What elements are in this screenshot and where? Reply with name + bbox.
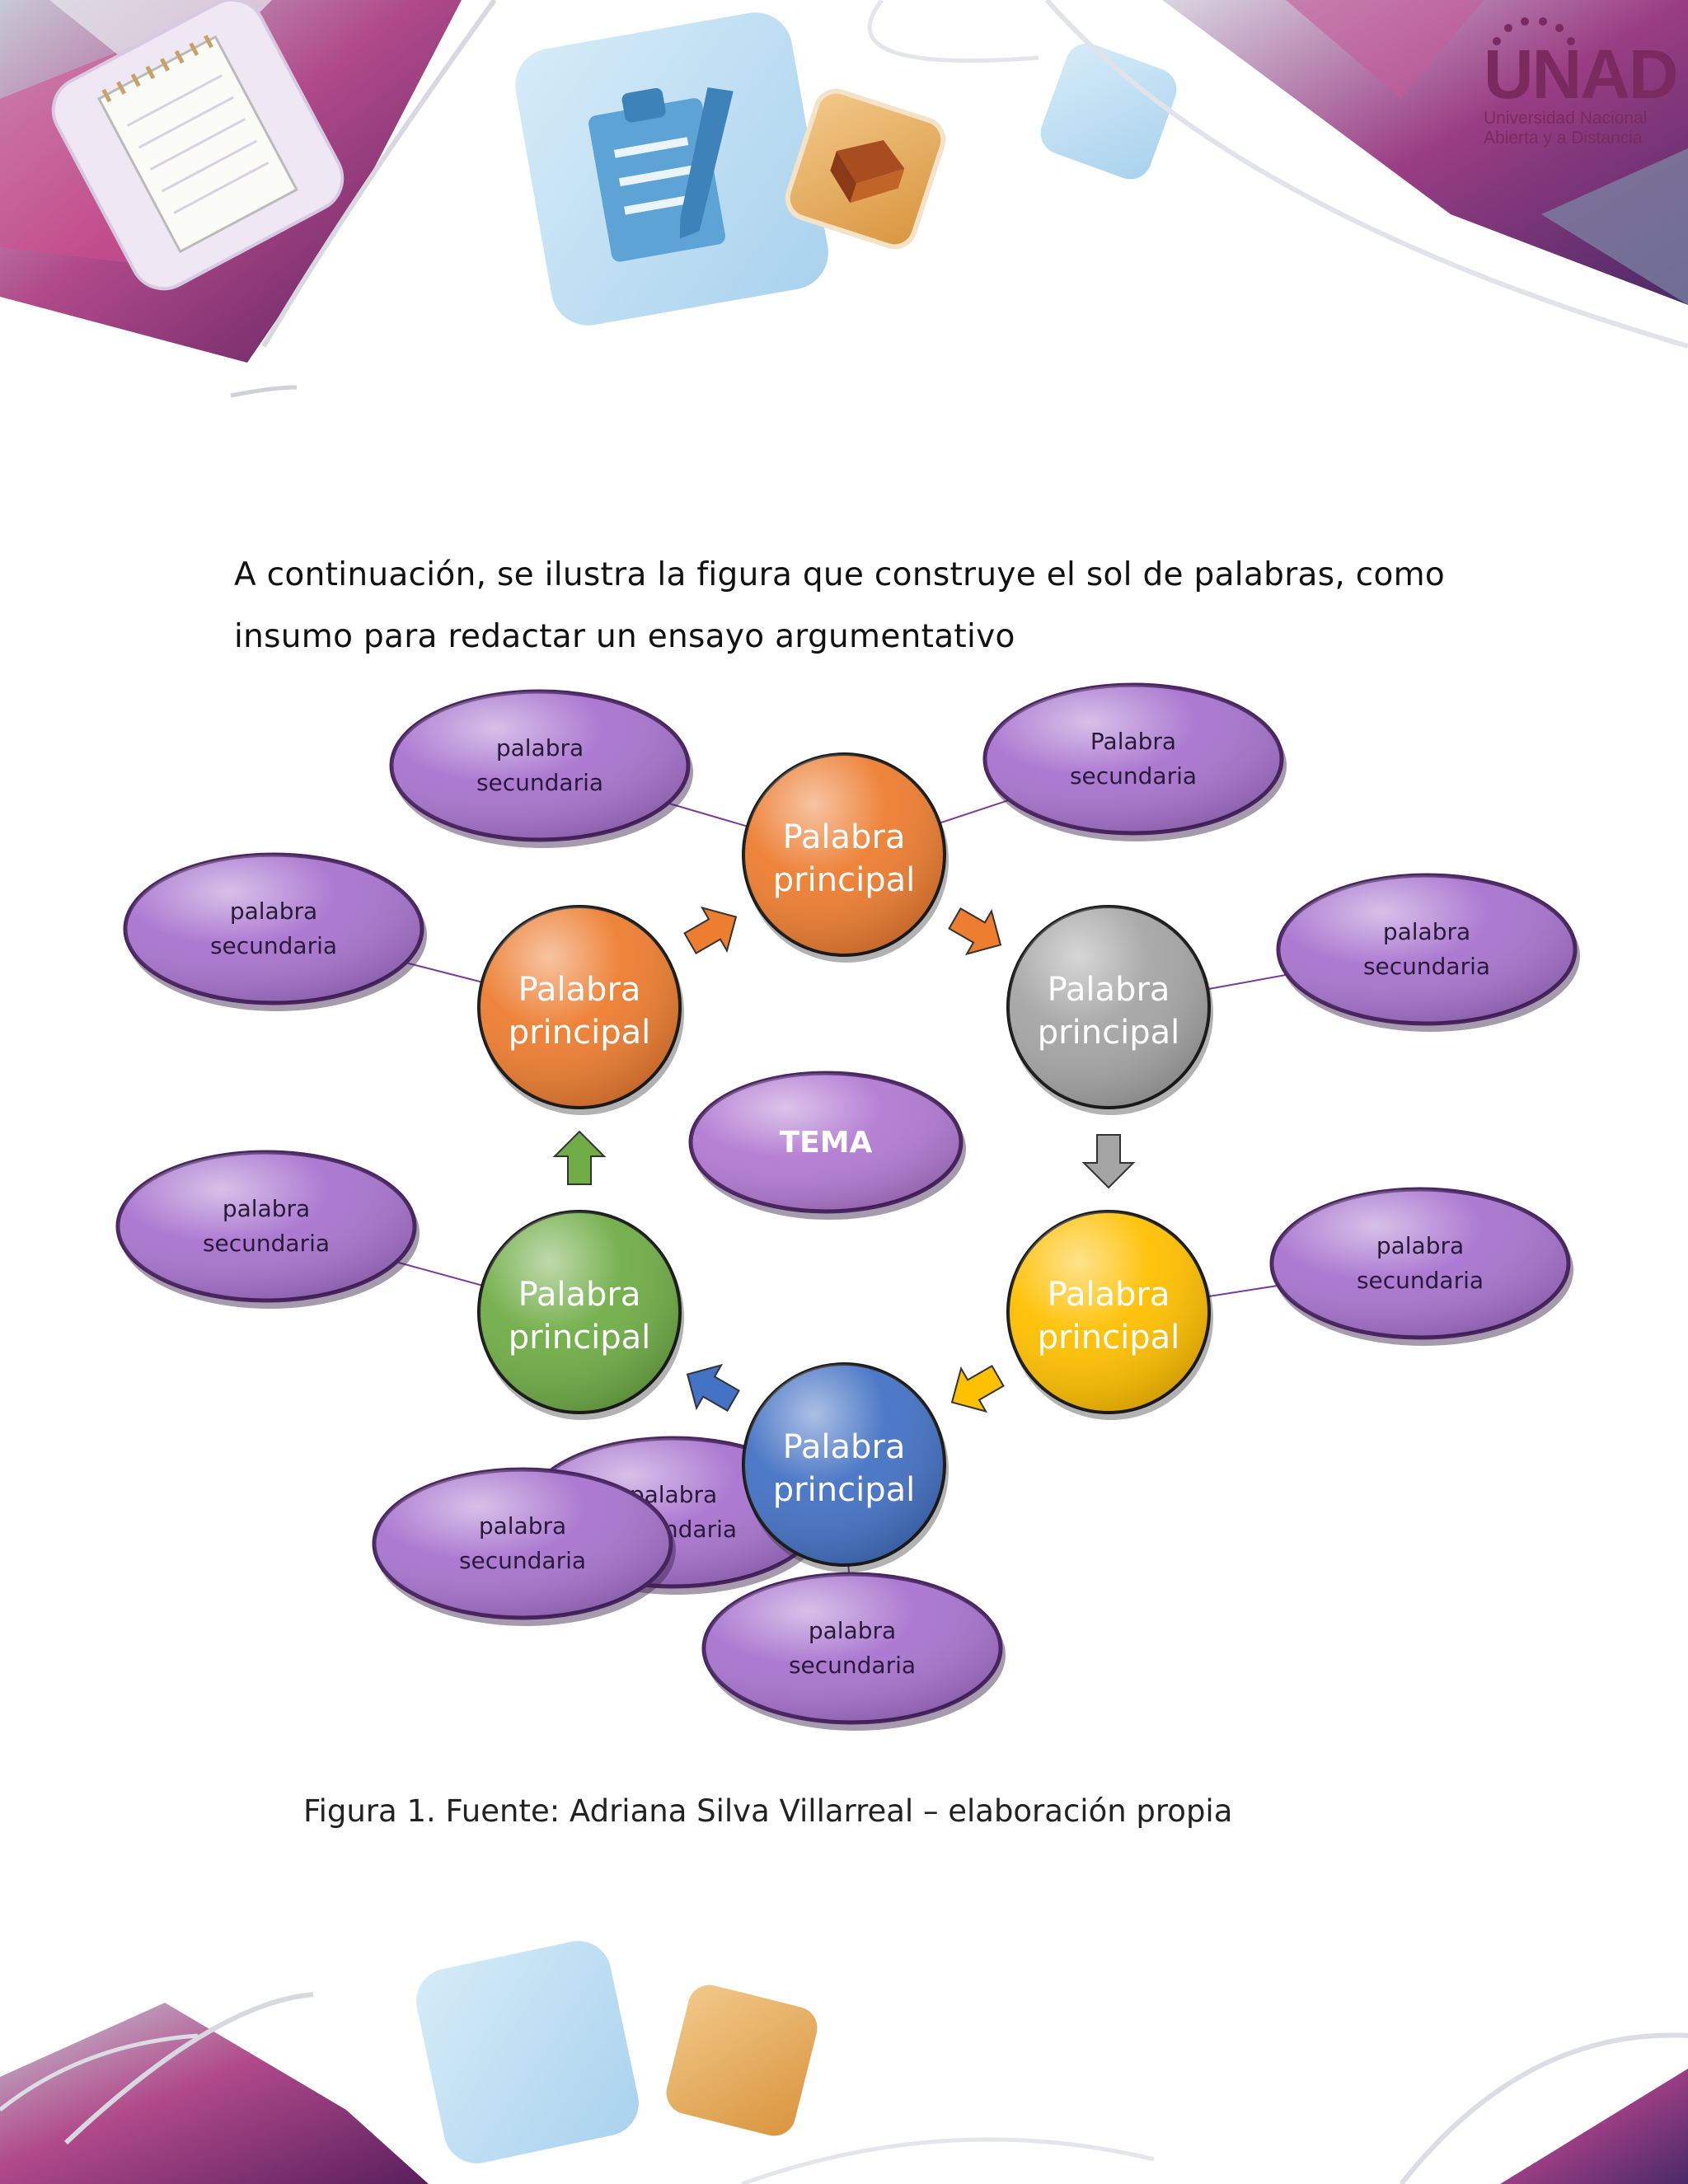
main-node: Palabra principal (742, 1362, 949, 1572)
flow-arrow (950, 1365, 1005, 1413)
logo-dots (1493, 17, 1575, 45)
secondary-label-line-1: palabra (479, 1512, 566, 1540)
main-label-line-1: Palabra (518, 971, 641, 1009)
main-node: Palabra principal (1006, 905, 1213, 1115)
bottom-left-band (0, 2003, 429, 2184)
secondary-label-line-1: palabra (1383, 918, 1470, 945)
tema-label: TEMA (780, 1126, 873, 1160)
secondary-label-line-2: secundaria (476, 769, 603, 796)
main-label-line-1: Palabra (1048, 971, 1170, 1009)
main-label-line-2: principal (509, 1014, 650, 1052)
tema-node: TEMA (688, 1071, 966, 1220)
flow-arrow (552, 1130, 607, 1185)
main-label-line-2: principal (773, 861, 915, 899)
intro-line-1: A continuación, se ilustra la figura que… (234, 556, 1446, 593)
main-label-line-2: principal (773, 1471, 915, 1509)
secondary-label-line-2: secundaria (1357, 1267, 1484, 1294)
main-label-line-2: principal (509, 1319, 650, 1357)
flow-arrows (552, 906, 1136, 1413)
secondary-label-line-2: secundaria (1070, 762, 1197, 790)
main-label-line-2: principal (1038, 1319, 1179, 1357)
clipboard-icon (515, 12, 828, 326)
intro-paragraph: A continuación, se ilustra la figura que… (234, 544, 1520, 668)
bottom-right-band (1500, 2069, 1688, 2184)
secondary-label-line-2: secundaria (203, 1230, 330, 1257)
bottom-orange-tile (666, 1985, 818, 2136)
flow-arrow (686, 1363, 740, 1412)
main-label-line-2: principal (1038, 1014, 1179, 1052)
main-node: Palabra principal (1006, 1210, 1213, 1420)
main-label-line-1: Palabra (783, 1428, 906, 1466)
logo-line-1: Universidad Nacional (1484, 109, 1648, 128)
main-label-line-1: Palabra (1048, 1276, 1170, 1314)
secondary-label-line-1: palabra (809, 1617, 896, 1644)
main-nodes: PalabraprincipalPalabraprincipalPalabrap… (477, 752, 1213, 1572)
secondary-label-line-2: secundaria (789, 1652, 916, 1679)
secondary-node: Palabra secundaria (982, 682, 1287, 841)
secondary-label-line-1: palabra (223, 1195, 310, 1222)
figure-caption: Figura 1. Fuente: Adriana Silva Villarre… (303, 1793, 1233, 1829)
secondary-label-line-2: secundaria (1363, 953, 1490, 980)
logo-wordmark: UNAD (1484, 35, 1679, 113)
flow-arrow (683, 906, 738, 954)
secondary-label-line-1: palabra (1376, 1232, 1464, 1259)
secondary-node: palabra secundaria (1269, 1187, 1573, 1346)
unad-logo: UNAD Universidad Nacional Abierta y a Di… (1484, 16, 1679, 165)
top-right-band (1162, 0, 1688, 305)
secondary-node: palabra secundaria (115, 1150, 420, 1309)
blue-tile (1040, 43, 1177, 180)
secondary-nodes: palabrasecundariaPalabrasecundariapalabr… (115, 682, 1580, 1731)
secondary-node: palabra secundaria (701, 1572, 1006, 1731)
secondary-node: palabra secundaria (123, 852, 427, 1011)
flow-arrow (948, 907, 1002, 956)
secondary-node: palabra secundaria (1276, 873, 1580, 1032)
intro-line-2: insumo para redactar un ensayo argumenta… (234, 618, 1015, 655)
secondary-label-line-1: palabra (496, 734, 584, 762)
secondary-node: palabra secundaria (389, 689, 693, 848)
secondary-label-line-2: secundaria (210, 932, 337, 959)
secondary-node: palabra secundaria (372, 1467, 676, 1626)
main-label-line-1: Palabra (518, 1276, 641, 1314)
logo-line-2: Abierta y a Distancia (1484, 129, 1643, 148)
flow-arrow (1081, 1134, 1136, 1189)
center-node: TEMA (688, 1071, 966, 1220)
secondary-label-line-1: palabra (230, 898, 317, 925)
main-node: Palabra principal (477, 1210, 684, 1420)
word-sun-diagram: palabrasecundariaPalabrasecundariapalabr… (115, 682, 1580, 1731)
book-icon (785, 88, 946, 250)
main-node: Palabra principal (742, 752, 949, 963)
secondary-label-line-2: secundaria (459, 1547, 586, 1574)
bottom-blue-tile (416, 1941, 639, 2163)
main-label-line-1: Palabra (783, 818, 906, 856)
notepad-icon (51, 0, 345, 291)
secondary-label-line-1: Palabra (1090, 728, 1176, 755)
main-node: Palabra principal (477, 905, 684, 1115)
